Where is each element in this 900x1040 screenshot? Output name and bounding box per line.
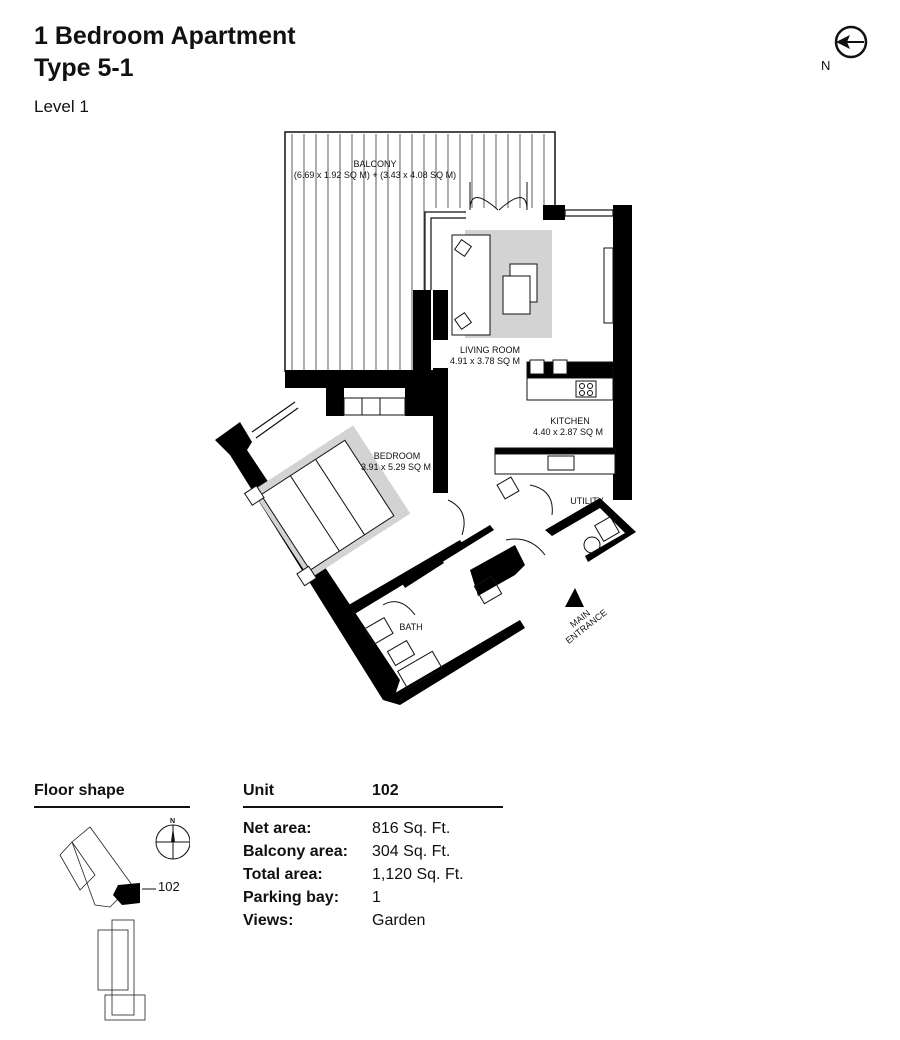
living-room-name: LIVING ROOM	[460, 345, 520, 355]
coffee-table	[502, 263, 538, 315]
kitchen-counter	[494, 359, 616, 475]
utility-name: UTILITY	[570, 496, 604, 506]
title-line-1: 1 Bedroom Apartment	[34, 22, 296, 50]
wardrobe	[343, 397, 406, 416]
views-label: Views:	[243, 912, 294, 929]
kitchen-dims: 4.40 x 2.87 SQ M	[533, 427, 603, 437]
unit-divider	[243, 806, 503, 808]
utility-fixtures	[364, 476, 620, 690]
balcony-area-value: 304 Sq. Ft.	[372, 843, 451, 860]
page-title: 1 Bedroom Apartment Type 5-1	[34, 20, 296, 84]
entrance-arrow-icon	[565, 588, 584, 607]
unit-marker-label: 102	[158, 879, 180, 894]
floor-plan: BALCONY (6.69 x 1.92 SQ M) + (3.43 x 4.0…	[215, 131, 636, 705]
doors	[382, 484, 553, 616]
mini-compass-label: N	[170, 818, 176, 825]
title-line-2: Type 5-1	[34, 54, 134, 82]
kitchen-name: KITCHEN	[550, 416, 590, 426]
bedroom-dims: 3.91 x 5.29 SQ M	[361, 462, 431, 472]
floor-shape-divider	[34, 806, 190, 808]
unit-label: Unit	[243, 782, 275, 799]
balcony-name: BALCONY	[353, 159, 396, 169]
unit-value: 102	[372, 782, 399, 799]
net-area-value: 816 Sq. Ft.	[372, 820, 451, 837]
compass-north-label: N	[821, 58, 831, 73]
parking-bay-label: Parking bay:	[243, 889, 340, 906]
balcony-door	[469, 182, 528, 211]
sofa	[451, 234, 491, 336]
parking-bay-value: 1	[372, 889, 381, 906]
bath-name: BATH	[399, 622, 422, 632]
north-arrow-icon	[834, 25, 868, 59]
total-area-value: 1,120 Sq. Ft.	[372, 866, 464, 883]
balcony-dims: (6.69 x 1.92 SQ M) + (3.43 x 4.08 SQ M)	[294, 170, 456, 180]
net-area-label: Net area:	[243, 820, 312, 837]
bedroom-name: BEDROOM	[374, 451, 421, 461]
floor-shape-map	[59, 824, 190, 1021]
floor-shape-heading: Floor shape	[34, 782, 125, 799]
balcony-area	[284, 131, 556, 372]
bed	[243, 425, 411, 587]
living-room-dims: 4.91 x 3.78 SQ M	[450, 356, 520, 366]
total-area-label: Total area:	[243, 866, 323, 883]
mini-compass-icon	[155, 824, 190, 860]
views-value: Garden	[372, 912, 426, 929]
unit-highlight	[113, 883, 140, 905]
tv-unit	[603, 247, 614, 324]
window-frames	[251, 209, 614, 439]
level-label: Level 1	[34, 97, 89, 116]
balcony-area-label: Balcony area:	[243, 843, 348, 860]
